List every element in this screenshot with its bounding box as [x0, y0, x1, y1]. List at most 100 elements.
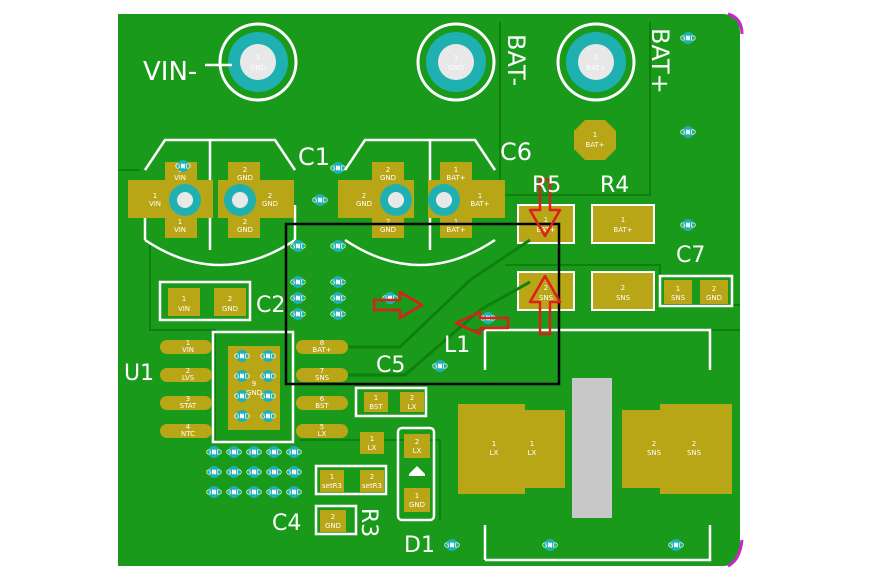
svg-text:VIN: VIN [182, 346, 194, 354]
via-net-label: GND [226, 449, 242, 457]
via-net-label: GND [330, 165, 346, 173]
svg-text:1: 1 [454, 218, 458, 226]
svg-text:LX: LX [490, 449, 499, 457]
via-net-label: GND [234, 393, 250, 401]
c1-pad-2: 2 GND 2 GND 2 GND [218, 162, 294, 238]
svg-text:setR3: setR3 [322, 482, 342, 490]
svg-text:STAT: STAT [180, 402, 197, 410]
label-vin-minus: VIN- [143, 57, 197, 87]
via-net-label: GND [382, 295, 398, 303]
board-edge-bottom [727, 539, 744, 568]
svg-text:2: 2 [386, 166, 390, 174]
svg-text:2: 2 [415, 438, 419, 446]
via-net-label: GND [432, 363, 448, 371]
via-net-label: GND [668, 542, 684, 550]
label-c2: C2 [256, 293, 285, 318]
c7-pad-1: 1 SNS [664, 280, 692, 304]
svg-text:SNS: SNS [687, 449, 702, 457]
svg-text:BST: BST [315, 402, 329, 410]
label-u1: U1 [124, 361, 154, 386]
terminal-bat-plus: 1 BAT+ [556, 22, 636, 102]
via-net-label: GND [330, 311, 346, 319]
via-net-label: GND [234, 373, 250, 381]
pad-batp-test: 1 BAT+ [574, 120, 616, 160]
via-net-label: GND [246, 449, 262, 457]
label-r4: R4 [600, 173, 629, 198]
svg-text:BAT+: BAT+ [613, 226, 632, 234]
svg-text:LX: LX [408, 403, 417, 411]
d1-pads: 2 LX 1 GND [404, 434, 430, 512]
svg-text:1: 1 [256, 54, 260, 62]
via-net-label: GND [286, 469, 302, 477]
label-r3: R3 [356, 508, 381, 537]
svg-text:1: 1 [374, 394, 378, 402]
svg-text:GND: GND [262, 200, 278, 208]
svg-text:GND: GND [250, 64, 266, 72]
via-field: GND GND GND GND GND GND GND GND GND GND GND GND GND G… [175, 32, 696, 551]
via-net-label: GND [266, 469, 282, 477]
svg-text:SNS: SNS [671, 294, 686, 302]
label-bat-minus: BAT- [502, 34, 530, 86]
svg-text:GND: GND [356, 200, 372, 208]
svg-text:2: 2 [370, 473, 374, 481]
r4-pad-1: 1 BAT+ [591, 204, 655, 244]
via-net-label: GND [175, 163, 191, 171]
svg-text:2: 2 [228, 295, 232, 303]
svg-text:BAT+: BAT+ [585, 141, 604, 149]
via-net-label: GND [542, 542, 558, 550]
svg-text:BST: BST [369, 403, 383, 411]
label-c1: C1 [298, 143, 330, 171]
via-net-label: GND [290, 311, 306, 319]
svg-text:GND: GND [706, 294, 722, 302]
c2-pad-2: 2 GND [214, 288, 246, 316]
svg-text:LX: LX [318, 430, 327, 438]
svg-text:1: 1 [593, 131, 597, 139]
highlight-box [284, 222, 561, 386]
via-net-label: GND [680, 35, 696, 43]
svg-text:GND: GND [222, 305, 238, 313]
via-net-label: GND [260, 393, 276, 401]
svg-text:1: 1 [182, 295, 186, 303]
svg-text:2: 2 [410, 394, 414, 402]
r4-pad-2: 2 SNS [591, 271, 655, 311]
svg-text:GND: GND [448, 64, 464, 72]
svg-text:BAT+: BAT+ [536, 226, 555, 234]
l1-pad-1: 1 LX 1 LX [458, 404, 565, 494]
c4-pad: 2 GND [320, 510, 346, 532]
annotation-arrows [372, 178, 562, 336]
via-net-label: GND [286, 489, 302, 497]
svg-text:LX: LX [413, 447, 422, 455]
terminal-bat-minus: 1 GND [416, 22, 496, 102]
via-net-label: GND [266, 489, 282, 497]
svg-text:1: 1 [676, 285, 680, 293]
label-l1: L1 [444, 333, 470, 358]
label-c6: C6 [500, 138, 532, 166]
svg-text:2: 2 [331, 513, 335, 521]
via-net-label: GND [226, 469, 242, 477]
svg-text:9: 9 [252, 380, 256, 388]
r3-pads: 1 LX 2 setR3 1 setR3 [320, 432, 384, 492]
label-r5: R5 [532, 173, 561, 198]
svg-text:BAT+: BAT+ [586, 64, 605, 72]
svg-text:2: 2 [386, 218, 390, 226]
arrow-up-r5 [528, 274, 562, 336]
svg-text:LX: LX [528, 449, 537, 457]
via-net-label: GND [260, 373, 276, 381]
via-net-label: GND [206, 469, 222, 477]
via-net-label: GND [226, 489, 242, 497]
terminal-vin-minus: 1 GND [218, 22, 298, 102]
via-net-label: GND [680, 222, 696, 230]
c6-pad-2: 2 GND 2 GND 2 GND [338, 162, 414, 238]
u1-right-pins: 8 BAT+ 7 SNS 6 BST 5 LX [296, 339, 348, 438]
svg-text:VIN: VIN [149, 200, 161, 208]
svg-text:setR3: setR3 [362, 482, 382, 490]
svg-text:3: 3 [186, 395, 190, 403]
svg-text:GND: GND [325, 522, 341, 530]
svg-text:8: 8 [320, 339, 324, 347]
sense-traces [348, 238, 531, 377]
svg-text:VIN: VIN [174, 226, 186, 234]
via-net-label: GND [290, 295, 306, 303]
svg-text:SNS: SNS [315, 374, 330, 382]
svg-text:LVS: LVS [182, 374, 195, 382]
svg-text:VIN: VIN [174, 174, 186, 182]
